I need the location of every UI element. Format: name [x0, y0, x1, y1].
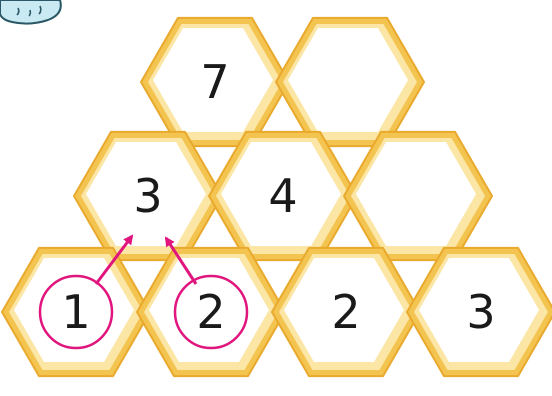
honeycomb-cell: 1: [2, 248, 150, 376]
honeycomb-cell: [344, 132, 492, 260]
honeycomb-cell: 4: [209, 132, 357, 260]
cell-number: 4: [268, 169, 297, 223]
honeycomb-cell: 2: [272, 248, 420, 376]
honeycomb-cell: [276, 18, 424, 146]
cell-number: 2: [196, 285, 225, 339]
cell-number: 7: [200, 55, 229, 109]
cell-number: 1: [61, 285, 90, 339]
honeycomb-cell: 3: [407, 248, 552, 376]
cell-number: 2: [331, 285, 360, 339]
cells-layer: 7 3 4 1 2 2 3: [2, 18, 552, 376]
honeycomb-cell: 2: [137, 248, 285, 376]
honeycomb-cell: 3: [74, 132, 222, 260]
bee-mascot-icon: [0, 0, 61, 24]
cell-number: 3: [466, 285, 495, 339]
honeycomb-cell: 7: [141, 18, 289, 146]
cell-number: 3: [133, 169, 162, 223]
